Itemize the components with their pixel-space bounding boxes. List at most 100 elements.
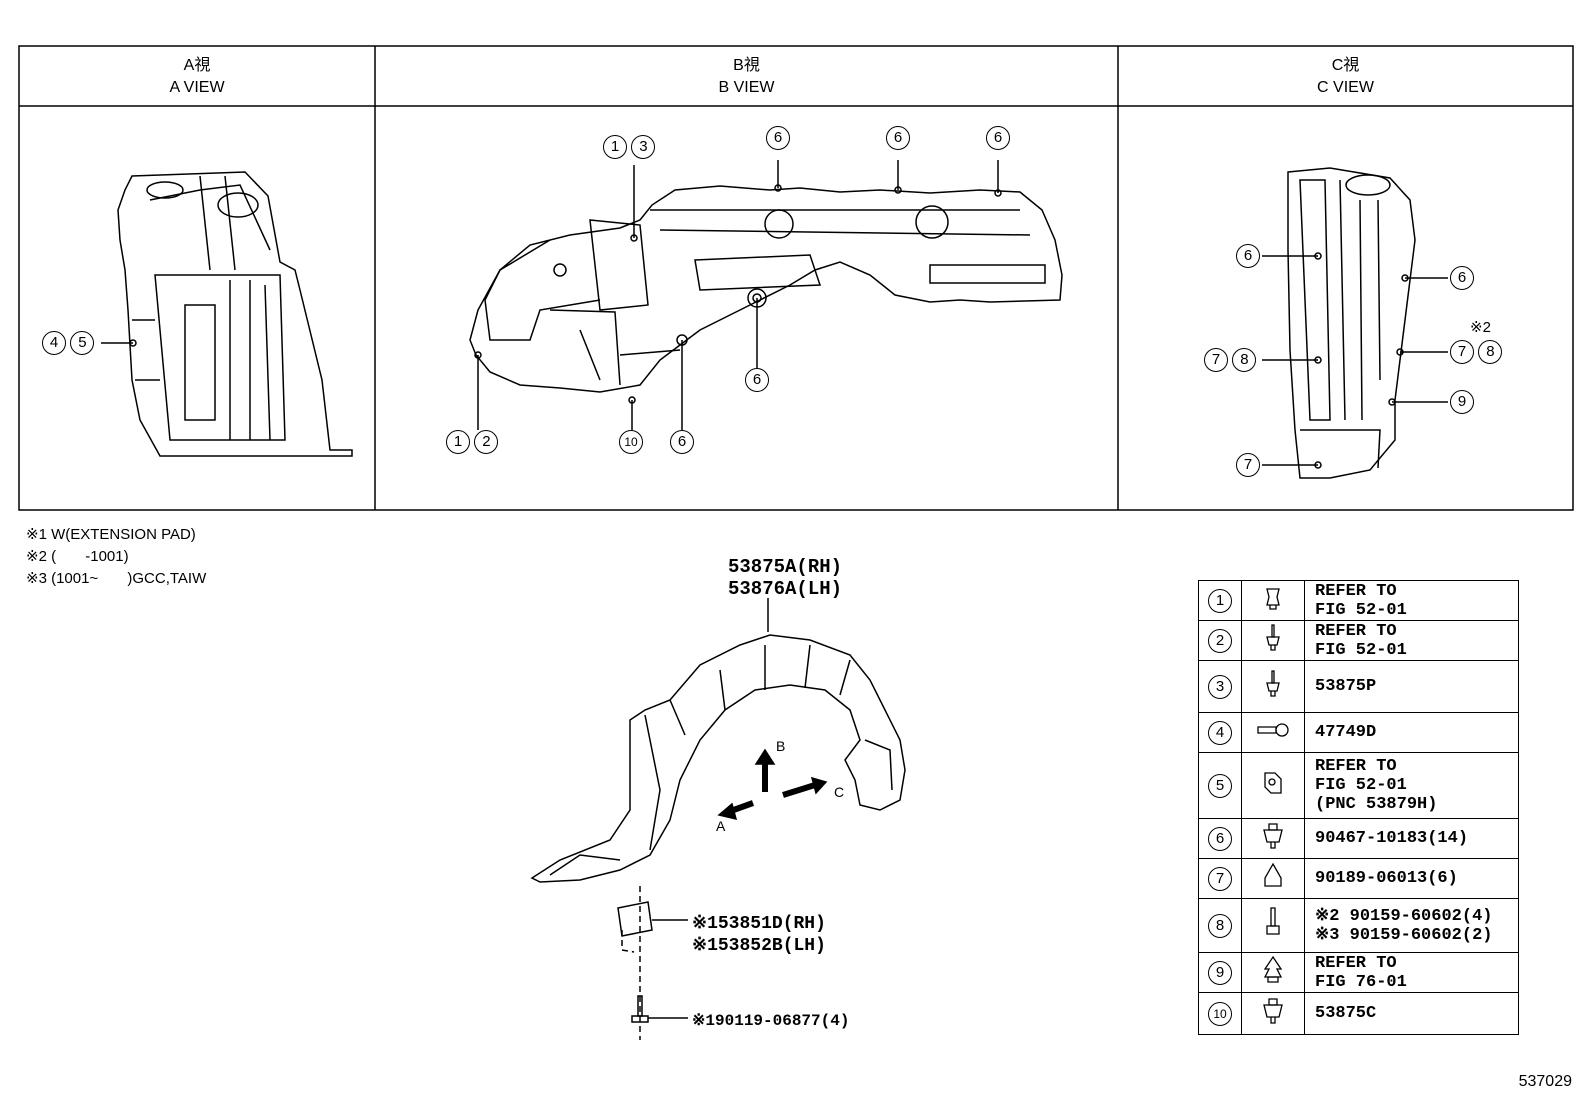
- legend-number: 9: [1208, 960, 1232, 985]
- legend-number-cell: 4: [1198, 712, 1242, 753]
- c-view-drawing: [1262, 167, 1448, 479]
- legend-number: 7: [1208, 866, 1232, 891]
- screw-clip-icon: [1241, 620, 1305, 661]
- c-callout-9: 9: [1450, 390, 1474, 414]
- bolt-icon: [1241, 712, 1305, 753]
- c-callout-7-bottom: 7: [1236, 453, 1260, 477]
- callout-4: 4: [42, 331, 66, 355]
- push-clip-icon: [1241, 818, 1305, 859]
- callout-3: 3: [631, 135, 656, 159]
- legend-part-number: 90467-10183(14): [1304, 818, 1519, 859]
- legend-number: 5: [1208, 773, 1232, 798]
- c-callout-6-right: 6: [1450, 266, 1474, 290]
- tree-clip-icon: [1241, 952, 1305, 993]
- legend-number-cell: 9: [1198, 952, 1242, 993]
- callout-1: 1: [603, 135, 627, 159]
- callout-2: 2: [474, 430, 499, 454]
- legend-text-line: REFER TO: [1315, 621, 1397, 641]
- a-view-title-en: A VIEW: [169, 79, 225, 96]
- fender-liner-drawing: [530, 598, 906, 1040]
- callout-7: 7: [1450, 340, 1474, 364]
- note-3: ※3 (1001~ )GCC,TAIW: [26, 570, 207, 587]
- legend-number-cell: 6: [1198, 818, 1242, 859]
- legend-number-cell: 2: [1198, 620, 1242, 661]
- figure-id: 537029: [1518, 1073, 1572, 1090]
- c-view-title-jp: C視: [1331, 57, 1360, 74]
- legend-part-number: 53875P: [1304, 660, 1519, 713]
- b-callout-6-b: 6: [886, 126, 910, 150]
- callout-7: 7: [1204, 348, 1228, 372]
- part-label-lh: 53876A(LH): [728, 578, 843, 600]
- legend-part-number: 47749D: [1304, 712, 1519, 753]
- clip-icon: [1241, 580, 1305, 621]
- c-callout-6-left: 6: [1236, 244, 1260, 268]
- c-note-2-marker: ※2: [1470, 319, 1491, 336]
- legend-part-number: 53875C: [1304, 992, 1519, 1035]
- screw-icon: [1241, 898, 1305, 953]
- b-callout-1-3: 1 3: [603, 135, 656, 159]
- pad-label-rh: ※153851D(RH): [692, 914, 826, 934]
- part-label-rh: 53875A(RH): [728, 556, 843, 578]
- direction-b-label: B: [776, 738, 786, 754]
- callout-8: 8: [1478, 340, 1503, 364]
- legend-text-line: 53875C: [1315, 1004, 1377, 1023]
- legend-number: 3: [1208, 674, 1232, 699]
- legend-text-line: 53875P: [1315, 677, 1377, 696]
- a-view-title-jp: A視: [183, 57, 211, 74]
- callout-8: 8: [1232, 348, 1257, 372]
- b-view-title-jp: B視: [733, 57, 760, 74]
- legend-text-line: 90189-06013(6): [1315, 869, 1458, 888]
- legend-row: 7 90189-06013(6): [1198, 858, 1519, 899]
- legend-number-cell: 10: [1198, 992, 1242, 1035]
- legend-text-line: FIG 52-01: [1315, 776, 1407, 795]
- c-view-title-en: C VIEW: [1317, 79, 1374, 96]
- push-clip-icon: [1241, 992, 1305, 1035]
- legend-text-line: FIG 76-01: [1315, 972, 1407, 992]
- legend-number-cell: 7: [1198, 858, 1242, 899]
- legend-text-line: REFER TO: [1315, 581, 1397, 601]
- legend-text-line: FIG 52-01: [1315, 600, 1407, 620]
- b-callout-10: 10: [619, 430, 643, 454]
- legend-row: 10 53875C: [1198, 992, 1519, 1035]
- direction-a-label: A: [716, 818, 726, 834]
- c-callout-7-8-left: 7 8: [1204, 348, 1257, 372]
- note-1: ※1 W(EXTENSION PAD): [26, 526, 196, 543]
- b-callout-6-e: 6: [670, 430, 694, 454]
- callout-5: 5: [70, 331, 95, 355]
- legend-number: 4: [1208, 720, 1232, 745]
- legend-text-line: FIG 52-01: [1315, 640, 1407, 660]
- legend-number: 1: [1208, 588, 1232, 613]
- cap-nut-icon: [1241, 858, 1305, 899]
- screw-label: ※190119-06877(4): [692, 1012, 850, 1030]
- a-view-drawing: [117, 171, 353, 457]
- legend-number: 2: [1208, 628, 1232, 653]
- legend-text-line: 90467-10183(14): [1315, 829, 1469, 848]
- b-view-drawing: [469, 160, 1063, 430]
- legend-row: 3 53875P: [1198, 660, 1519, 713]
- c-view-header: C視 C VIEW: [1118, 55, 1573, 99]
- b-view-header: B視 B VIEW: [375, 55, 1118, 99]
- legend-number: 10: [1208, 1001, 1232, 1026]
- legend-number-cell: 1: [1198, 580, 1242, 621]
- nut-clip-icon: [1241, 752, 1305, 819]
- legend-row: 4 47749D: [1198, 712, 1519, 753]
- legend-number: 6: [1208, 826, 1232, 851]
- b-callout-1-2: 1 2: [446, 430, 499, 454]
- legend-number-cell: 8: [1198, 898, 1242, 953]
- b-callout-6-c: 6: [986, 126, 1010, 150]
- direction-c-label: C: [834, 784, 845, 800]
- views-frame: [18, 45, 1574, 511]
- note-2: ※2 ( -1001): [26, 548, 129, 565]
- b-view-title-en: B VIEW: [718, 79, 775, 96]
- legend-row: 8※2 90159-60602(4)※3 90159-60602(2): [1198, 898, 1519, 953]
- screw-clip-icon: [1241, 660, 1305, 713]
- legend-number-cell: 5: [1198, 752, 1242, 819]
